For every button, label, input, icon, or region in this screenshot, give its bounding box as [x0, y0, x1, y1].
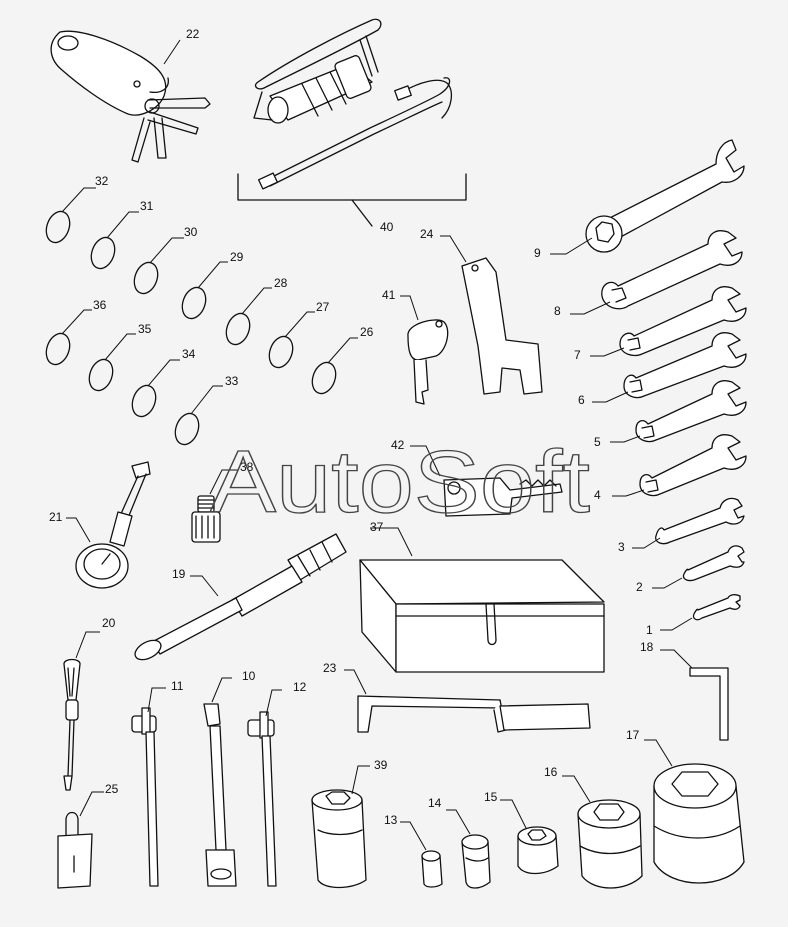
svg-text:26: 26 — [360, 325, 374, 339]
svg-text:9: 9 — [534, 246, 541, 260]
svg-text:18: 18 — [640, 640, 654, 654]
part-1-open-end-wrench: 1 — [646, 594, 741, 637]
part-22-key-pouch — [50, 30, 211, 163]
svg-text:38: 38 — [240, 460, 254, 474]
svg-text:12: 12 — [293, 680, 307, 694]
svg-text:29: 29 — [230, 250, 244, 264]
svg-text:42: 42 — [391, 438, 405, 452]
part-20-screwdriver: 20 — [63, 616, 116, 791]
part-34-o-ring: 34 — [131, 347, 196, 418]
svg-text:2: 2 — [636, 580, 643, 594]
svg-text:35: 35 — [138, 322, 152, 336]
svg-text:5: 5 — [594, 435, 601, 449]
part-25-padlock: 25 — [57, 782, 119, 889]
part-6-open-end-wrench: 6 — [578, 332, 747, 407]
part-30-o-ring: 30 — [133, 225, 198, 295]
part-21-pressure-gauge: 21 — [49, 461, 151, 589]
part-13-socket: 13 — [384, 813, 443, 888]
svg-text:16: 16 — [544, 765, 558, 779]
part-14-socket: 14 — [428, 796, 491, 889]
label-22: 22 — [186, 27, 200, 41]
part-35-o-ring: 35 — [88, 322, 152, 392]
svg-text:40: 40 — [380, 220, 394, 234]
part-26-o-ring: 26 — [311, 325, 374, 395]
part-9-combination-wrench: 9 — [534, 139, 745, 260]
part-7-open-end-wrench: 7 — [574, 286, 747, 362]
part-41-ignition-key: 41 — [382, 288, 449, 405]
svg-text:27: 27 — [316, 300, 330, 314]
part-12-t-handle: 12 — [247, 680, 307, 887]
svg-text:21: 21 — [49, 510, 63, 524]
svg-text:36: 36 — [93, 298, 107, 312]
part-37-tool-box: 37 — [359, 520, 605, 673]
part-24-spanner-bracket: 24 — [420, 227, 543, 395]
svg-text:25: 25 — [105, 782, 119, 796]
svg-text:15: 15 — [484, 790, 498, 804]
part-5-open-end-wrench: 5 — [594, 380, 747, 449]
part-33-o-ring: 33 — [174, 374, 239, 446]
svg-text:33: 33 — [225, 374, 239, 388]
part-28-o-ring: 28 — [225, 276, 288, 346]
o-rings: 32 31 30 29 28 27 26 36 35 34 33 — [45, 174, 374, 446]
svg-text:32: 32 — [95, 174, 109, 188]
svg-text:20: 20 — [102, 616, 116, 630]
svg-text:1: 1 — [646, 623, 653, 637]
svg-text:6: 6 — [578, 393, 585, 407]
svg-text:7: 7 — [574, 348, 581, 362]
svg-text:11: 11 — [171, 679, 184, 693]
svg-text:13: 13 — [384, 813, 398, 827]
watermark-text: AutoSoft — [210, 432, 590, 531]
part-3-open-end-wrench: 3 — [618, 497, 745, 554]
svg-text:39: 39 — [374, 758, 388, 772]
part-18-hex-key: 18 — [640, 640, 729, 741]
part-8-open-end-wrench: 8 — [554, 230, 743, 318]
svg-text:23: 23 — [323, 661, 337, 675]
part-39-socket: 39 — [311, 758, 388, 889]
svg-text:28: 28 — [274, 276, 288, 290]
part-36-o-ring: 36 — [45, 298, 107, 366]
part-40-grease-gun: 40 — [237, 18, 467, 234]
part-10-socket-handle: 10 — [203, 669, 256, 887]
part-4-open-end-wrench: 4 — [594, 434, 747, 502]
svg-text:24: 24 — [420, 227, 434, 241]
part-15-socket: 15 — [484, 790, 559, 875]
svg-text:3: 3 — [618, 540, 625, 554]
svg-text:41: 41 — [382, 288, 396, 302]
part-11-t-handle: 11 — [131, 679, 184, 887]
svg-text:31: 31 — [140, 199, 154, 213]
part-17-socket: 17 — [626, 728, 745, 884]
part-27-o-ring: 27 — [268, 300, 330, 369]
part-32-o-ring: 32 — [45, 174, 109, 244]
svg-text:14: 14 — [428, 796, 442, 810]
svg-text:17: 17 — [626, 728, 640, 742]
svg-text:19: 19 — [172, 567, 186, 581]
svg-text:4: 4 — [594, 488, 601, 502]
part-42-key-plate: 42 — [391, 438, 563, 517]
part-2-open-end-wrench: 2 — [636, 545, 745, 594]
part-38-valve-adapter: 38 — [191, 460, 254, 543]
part-29-o-ring: 29 — [181, 250, 244, 320]
svg-text:30: 30 — [184, 225, 198, 239]
svg-text:37: 37 — [370, 520, 384, 534]
svg-text:8: 8 — [554, 304, 561, 318]
part-19-extension-handle: 19 — [134, 533, 347, 661]
part-23-lever: 23 — [323, 661, 591, 733]
svg-text:10: 10 — [242, 669, 256, 683]
part-31-o-ring: 31 — [90, 199, 154, 270]
svg-text:34: 34 — [182, 347, 196, 361]
part-16-socket: 16 — [544, 765, 643, 889]
